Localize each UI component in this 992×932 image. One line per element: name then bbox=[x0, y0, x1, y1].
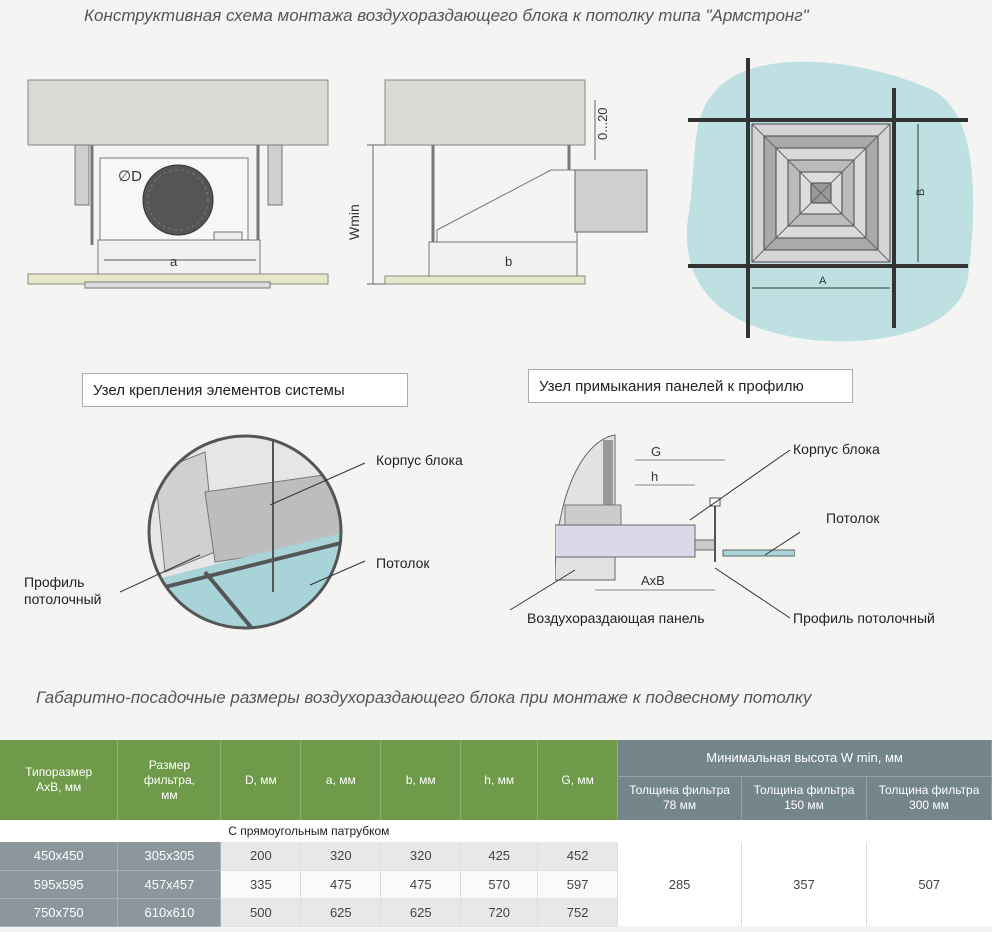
node2-ceiling-label: Потолок bbox=[826, 510, 880, 526]
node2-body-label: Корпус блока bbox=[793, 441, 880, 457]
header-size: Типоразмер AxB, мм bbox=[0, 740, 119, 820]
dim-axb-label: AxB bbox=[641, 573, 665, 588]
dim-b-label: b bbox=[505, 254, 512, 269]
wmin-78: 285 bbox=[617, 842, 743, 926]
front-view-diagram: ∅D a bbox=[27, 79, 329, 289]
side-view-diagram: Wmin 0...20 b bbox=[346, 79, 648, 285]
dim-b-upper-label: B bbox=[915, 189, 927, 196]
dim-wmin-label: Wmin bbox=[346, 204, 362, 240]
ceiling-plan-diagram: A B bbox=[686, 58, 974, 342]
header-d: D, мм bbox=[220, 740, 302, 820]
header-g: G, мм bbox=[537, 740, 619, 820]
wmin-150: 357 bbox=[741, 842, 867, 926]
table-row: 450x450 305x305 200 320 320 425 452 285 … bbox=[0, 842, 992, 926]
header-thickness-78: Толщина фильтра 78 мм bbox=[617, 775, 743, 820]
header-a: a, мм bbox=[300, 740, 382, 820]
node2-title: Узел примыкания панелей к профилю bbox=[528, 369, 853, 403]
node1-body-label: Корпус блока bbox=[376, 452, 463, 468]
table-row: 750x750 610x610 500 625 625 720 752 bbox=[0, 898, 992, 927]
dim-h-label: h bbox=[651, 469, 658, 484]
header-b: b, мм bbox=[380, 740, 462, 820]
page-title: Конструктивная схема монтажа воздухоразд… bbox=[84, 6, 809, 25]
header-filter: Размер фильтра, мм bbox=[117, 740, 222, 820]
table-title: Габаритно-посадочные размеры воздухоразд… bbox=[36, 688, 812, 707]
node1-ceiling-label: Потолок bbox=[376, 555, 430, 571]
dim-d-label: ∅D bbox=[118, 168, 142, 185]
dimensions-table: Типоразмер AxB, мм Размер фильтра, мм D,… bbox=[0, 740, 992, 927]
dim-gap-label: 0...20 bbox=[595, 107, 610, 140]
header-thickness-150: Толщина фильтра 150 мм bbox=[741, 775, 867, 820]
header-wmin: Минимальная высота W min, мм bbox=[617, 740, 992, 776]
node2-detail-illustration: G h AxB bbox=[555, 434, 795, 591]
header-h: h, мм bbox=[460, 740, 539, 820]
table-row: 595x595 457x457 335 475 475 570 597 bbox=[0, 870, 992, 899]
node2-panel-label: Воздухораздающая панель bbox=[527, 610, 705, 626]
table-subheader: С прямоугольным патрубком bbox=[0, 820, 618, 842]
dim-a-upper-label: A bbox=[819, 275, 827, 287]
node2-profile-label: Профиль потолочный bbox=[793, 610, 935, 626]
node1-title: Узел крепления элементов системы bbox=[82, 373, 408, 407]
wmin-300: 507 bbox=[866, 842, 992, 926]
node1-detail-illustration bbox=[147, 434, 343, 630]
dim-a-label: a bbox=[170, 254, 178, 269]
header-thickness-300: Толщина фильтра 300 мм bbox=[866, 775, 992, 820]
dim-g-label: G bbox=[651, 444, 661, 459]
node1-profile-label: Профиль потолочный bbox=[24, 574, 102, 607]
